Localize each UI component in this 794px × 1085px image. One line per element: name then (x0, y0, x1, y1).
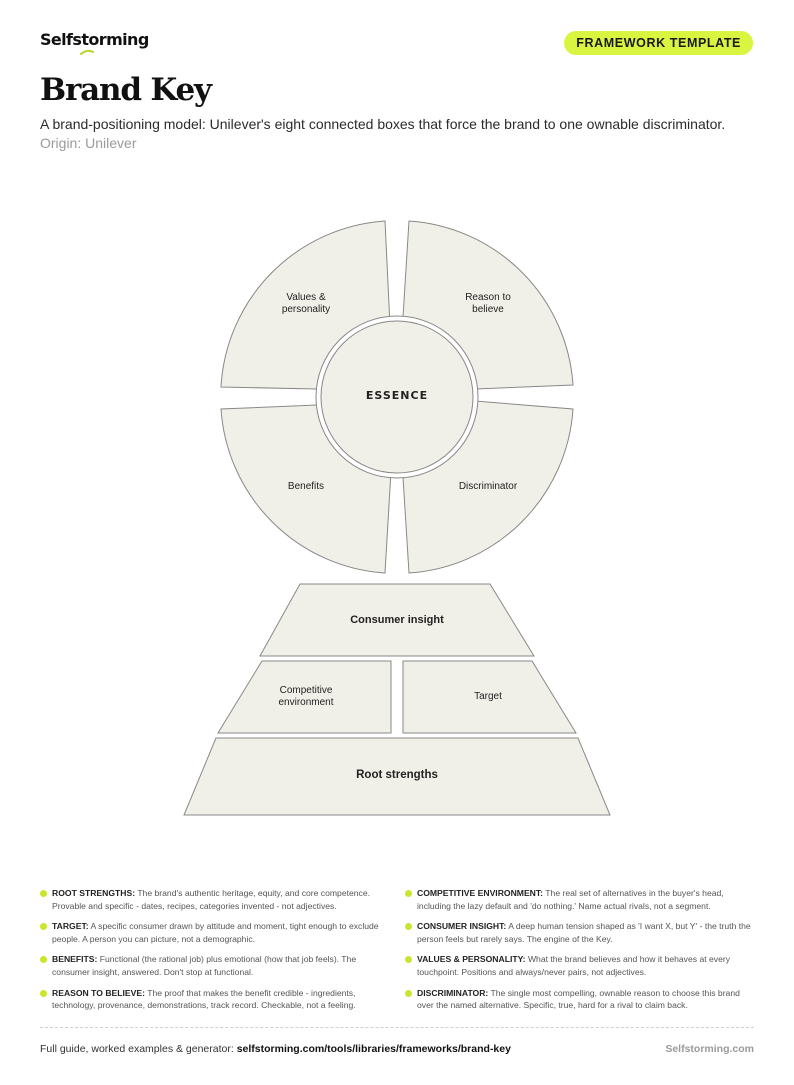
bullet-dot-icon (405, 956, 412, 964)
definition-item: VALUES & PERSONALITY: What the brand bel… (405, 953, 754, 978)
bullet-dot-icon (40, 989, 47, 997)
origin-text: Origin: Unilever (40, 135, 137, 151)
definition-item: CONSUMER INSIGHT: A deep human tension s… (405, 920, 754, 945)
root-strengths-box (183, 737, 611, 816)
bullet-dot-icon (40, 956, 47, 964)
framework-template-badge: FRAMEWORK TEMPLATE (564, 31, 753, 55)
target-label: Target (474, 691, 502, 702)
bullet-dot-icon (40, 923, 47, 931)
definition-item: ROOT STRENGTHS: The brand's authentic he… (40, 887, 389, 912)
competitive-environment-box (217, 660, 392, 734)
consumer-insight-label: Consumer insight (350, 614, 444, 626)
definition-item: TARGET: A specific consumer drawn by att… (40, 920, 389, 945)
page-title: Brand Key (40, 72, 212, 108)
benefits-label: Benefits (288, 481, 324, 492)
target-box (402, 660, 577, 734)
values-personality-label: Values &personality (282, 292, 330, 315)
definition-item: BENEFITS: Functional (the rational job) … (40, 953, 389, 978)
definitions-column-left: ROOT STRENGTHS: The brand's authentic he… (40, 887, 389, 1020)
logo-swoosh-icon (80, 49, 94, 55)
essence-circle (320, 320, 474, 474)
root-strengths-label: Root strengths (356, 769, 438, 781)
footer-guide-link[interactable]: selfstorming.com/tools/libraries/framewo… (236, 1043, 511, 1055)
bullet-dot-icon (405, 923, 412, 931)
bullet-dot-icon (40, 890, 47, 897)
definitions-section: ROOT STRENGTHS: The brand's authentic he… (40, 887, 754, 1020)
definitions-column-right: COMPETITIVE ENVIRONMENT: The real set of… (405, 887, 754, 1020)
definition-item: COMPETITIVE ENVIRONMENT: The real set of… (405, 887, 754, 912)
page-subtitle: A brand-positioning model: Unilever's ei… (40, 116, 726, 132)
footer-guide-text: Full guide, worked examples & generator:… (40, 1043, 511, 1055)
bullet-dot-icon (405, 989, 412, 997)
selfstorming-logo: Selfstorming (40, 30, 149, 49)
definition-item: DISCRIMINATOR: The single most compellin… (405, 987, 754, 1012)
bullet-dot-icon (405, 890, 412, 897)
footer-brand-link[interactable]: Selfstorming.com (665, 1043, 754, 1055)
essence-label: ESSENCE (366, 389, 428, 402)
footer-divider (40, 1027, 754, 1028)
consumer-insight-box (259, 583, 535, 657)
discriminator-label: Discriminator (459, 481, 518, 492)
definition-item: REASON TO BELIEVE: The proof that makes … (40, 987, 389, 1012)
